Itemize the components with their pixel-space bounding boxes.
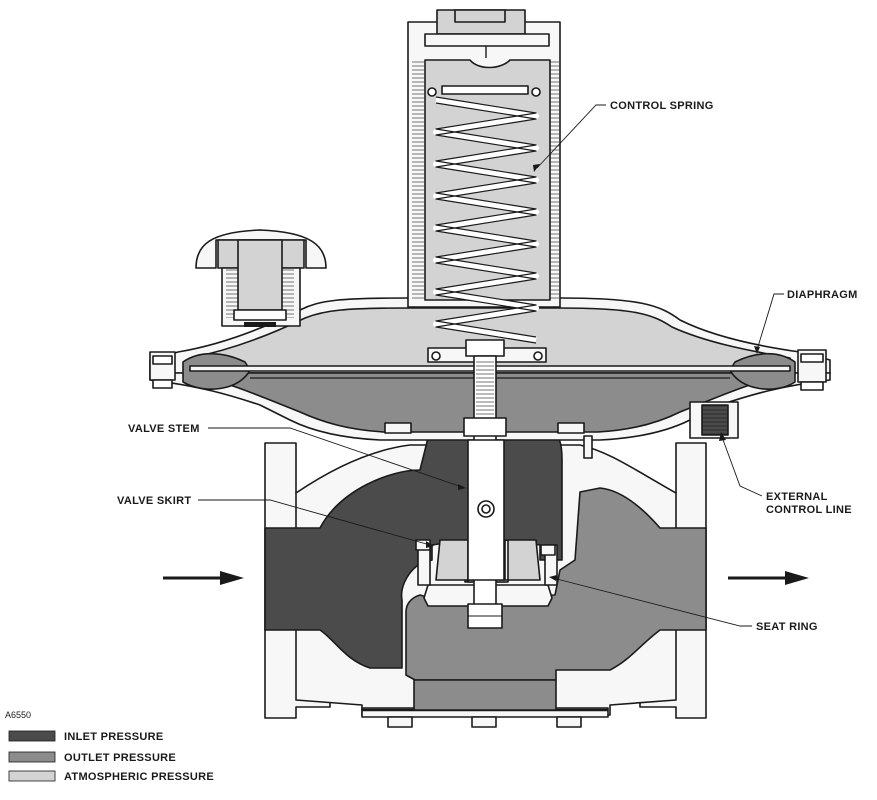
legend-label-outlet: OUTLET PRESSURE (64, 752, 176, 764)
bottom-bolts (387, 716, 582, 728)
label-valve-stem: VALVE STEM (128, 423, 200, 435)
outlet-flow-arrow (728, 571, 809, 585)
leader-lines (198, 104, 784, 627)
legend-label-atmospheric: ATMOSPHERIC PRESSURE (64, 771, 214, 783)
outlet-passage (405, 487, 707, 681)
flow-arrows (163, 571, 809, 585)
label-diaphragm: DIAPHRAGM (787, 289, 858, 301)
label-seat-ring: SEAT RING (756, 621, 818, 633)
legend-label-inlet: INLET PRESSURE (64, 731, 164, 743)
outlet-lower-chamber (413, 679, 557, 711)
label-external: EXTERNAL (766, 491, 828, 503)
casing-bolts (149, 349, 827, 391)
vent-assembly (195, 229, 327, 327)
label-control-spring: CONTROL SPRING (610, 100, 714, 112)
control-spring-part (433, 96, 539, 344)
legend-item-atmospheric: ATMOSPHERIC PRESSURE (8, 770, 214, 783)
legend-item-outlet: OUTLET PRESSURE (8, 751, 176, 764)
legend-swatch-outlet (8, 751, 56, 763)
inlet-flow-arrow (163, 571, 244, 585)
valve-stem-part (463, 339, 507, 629)
legend-item-inlet: INLET PRESSURE (8, 730, 164, 743)
callout-labels: CONTROL SPRING DIAPHRAGM VALVE STEM VALV… (117, 100, 858, 633)
label-control-line: CONTROL LINE (766, 504, 852, 516)
upper-chamber (189, 307, 791, 369)
legend-swatch-inlet (8, 730, 56, 742)
legend-swatch-atmospheric (8, 770, 56, 782)
label-valve-skirt: VALVE SKIRT (117, 495, 191, 507)
external-control-line-fitting (689, 401, 739, 439)
legend: INLET PRESSURE OUTLET PRESSURE ATMOSPHER… (8, 730, 214, 783)
seat-ring-part (415, 539, 558, 607)
figure-id: A6550 (5, 710, 31, 720)
